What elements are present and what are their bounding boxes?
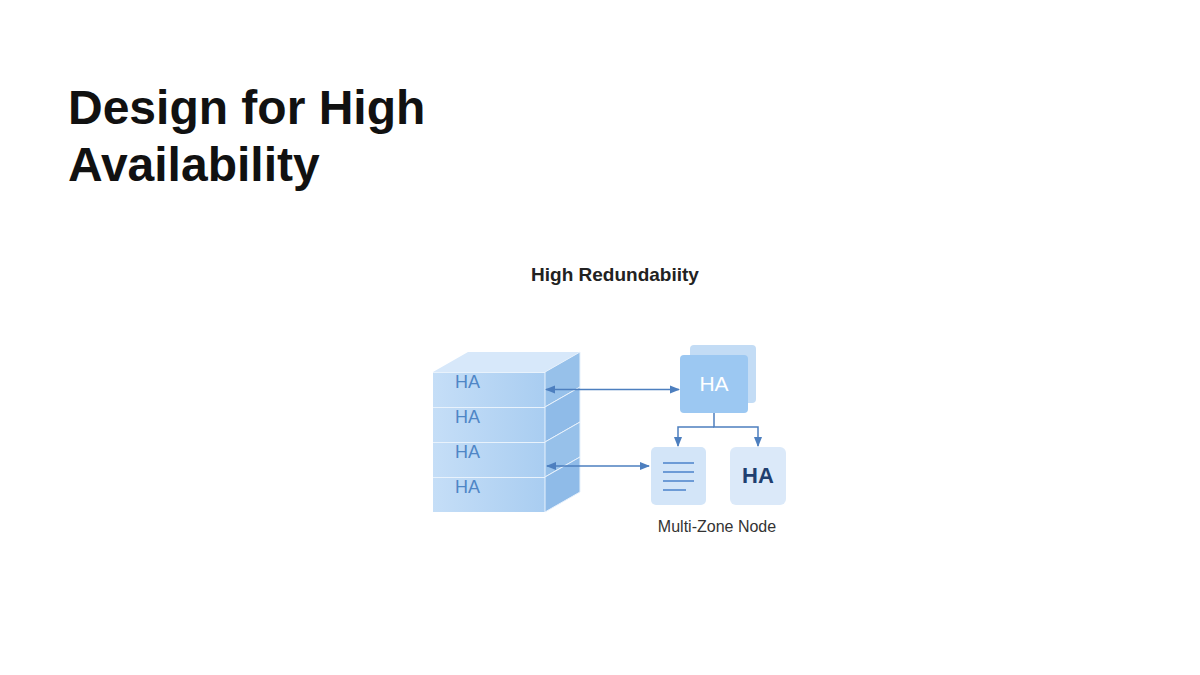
- ha-box: HA: [680, 355, 748, 413]
- node-label: HA: [699, 372, 728, 395]
- document-icon: [651, 447, 706, 505]
- zone-caption: Multi-Zone Node: [617, 518, 817, 536]
- stack-slab: HA: [433, 407, 545, 442]
- branch-line: [678, 427, 714, 446]
- node-label: HA: [455, 478, 480, 498]
- connector: [546, 389, 679, 391]
- ha-box: HA: [730, 447, 786, 505]
- node-label: HA: [455, 408, 480, 428]
- stack-slab: HA: [433, 372, 545, 407]
- page-title: Design for High Availability: [68, 80, 588, 193]
- connector: [714, 413, 758, 446]
- subtitle: High Redundabiity: [465, 264, 765, 286]
- stack-slab: HA: [433, 477, 545, 512]
- node-label: HA: [455, 443, 480, 463]
- node-label: HA: [742, 464, 774, 488]
- double-arrow: [547, 465, 649, 467]
- document-lines: [663, 463, 694, 490]
- stack-front: [433, 372, 545, 512]
- node-label: HA: [455, 373, 480, 393]
- stack-side: [545, 352, 580, 512]
- stack-slab: HA: [433, 442, 545, 477]
